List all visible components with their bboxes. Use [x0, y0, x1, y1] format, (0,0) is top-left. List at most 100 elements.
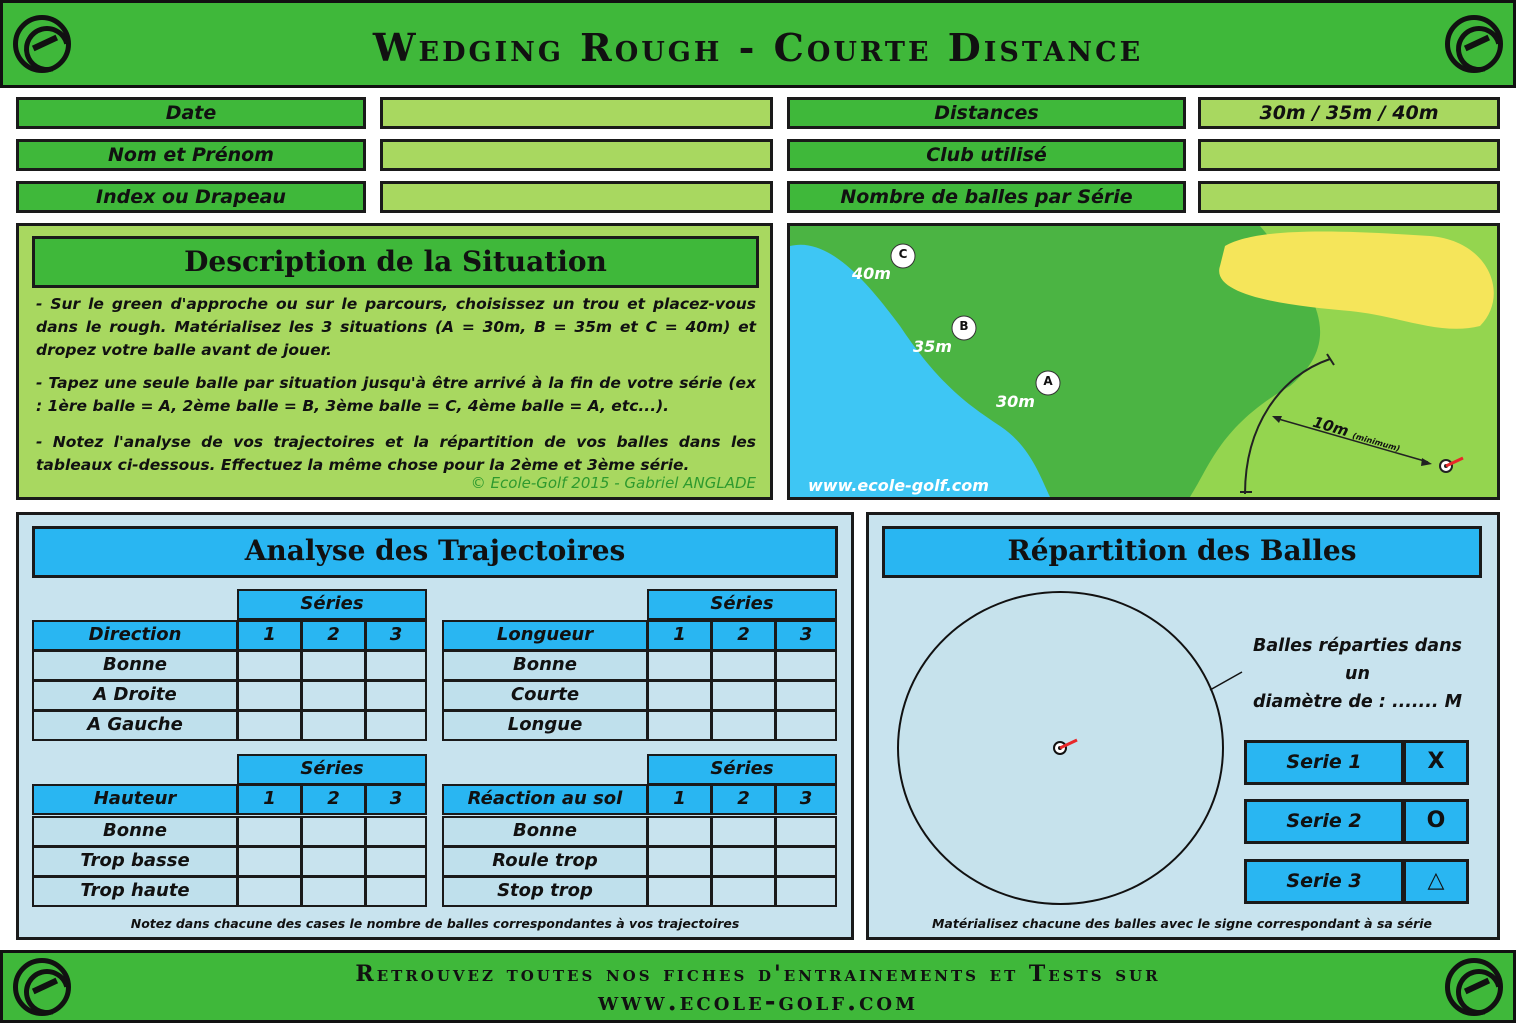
score-cell[interactable]	[301, 846, 366, 877]
ground-reaction-row-label: Stop trop	[442, 876, 648, 907]
score-cell[interactable]	[365, 846, 427, 877]
score-cell[interactable]	[775, 876, 837, 907]
score-cell[interactable]	[301, 650, 366, 681]
series-col-2: 2	[301, 784, 366, 815]
serie-3-label: Serie 3	[1244, 859, 1404, 904]
distance-30m-label: 30m	[996, 392, 1035, 411]
score-cell[interactable]	[711, 846, 776, 877]
score-cell[interactable]	[365, 710, 427, 741]
score-cell[interactable]	[237, 846, 302, 877]
trajectory-analysis-title: Analyse des Trajectoires	[32, 526, 838, 578]
direction-header: Direction	[32, 620, 238, 651]
height-row-label: Trop haute	[32, 876, 238, 907]
footer-banner: Retrouvez toutes nos fiches d'entraineme…	[0, 950, 1516, 1023]
score-cell[interactable]	[237, 650, 302, 681]
balls-per-series-field[interactable]	[1198, 181, 1500, 213]
series-col-3: 3	[365, 620, 427, 651]
serie-2-symbol: O	[1403, 799, 1469, 844]
description-paragraph-2: - Tapez une seule balle par situation ju…	[36, 374, 756, 415]
series-header: Séries	[647, 754, 837, 785]
series-header: Séries	[237, 589, 427, 620]
score-cell[interactable]	[237, 876, 302, 907]
score-cell[interactable]	[711, 876, 776, 907]
score-cell[interactable]	[711, 710, 776, 741]
series-header: Séries	[237, 754, 427, 785]
date-field[interactable]	[380, 97, 773, 129]
series-col-1: 1	[237, 784, 302, 815]
series-col-2: 2	[711, 620, 776, 651]
score-cell[interactable]	[365, 650, 427, 681]
score-cell[interactable]	[365, 680, 427, 711]
description-paragraph-3: - Notez l'analyse de vos trajectoires et…	[36, 433, 756, 474]
ground-reaction-row-label: Roule trop	[442, 846, 648, 877]
score-cell[interactable]	[237, 680, 302, 711]
score-cell[interactable]	[711, 650, 776, 681]
ecole-golf-logo-icon	[1445, 15, 1503, 73]
date-label: Date	[16, 97, 366, 129]
serie-2-label: Serie 2	[1244, 799, 1404, 844]
score-cell[interactable]	[237, 710, 302, 741]
height-header: Hauteur	[32, 784, 238, 815]
score-cell[interactable]	[647, 846, 712, 877]
copyright-credit: © Ecole-Golf 2015 - Gabriel ANGLADE	[470, 474, 756, 492]
score-cell[interactable]	[711, 816, 776, 847]
score-cell[interactable]	[775, 650, 837, 681]
club-label: Club utilisé	[787, 139, 1186, 171]
website-label: www.ecole-golf.com	[808, 476, 989, 495]
ball-distribution-title: Répartition des Balles	[882, 526, 1482, 578]
index-label: Index ou Drapeau	[16, 181, 366, 213]
series-header: Séries	[647, 589, 837, 620]
score-cell[interactable]	[365, 816, 427, 847]
diameter-text: Balles réparties dans un diamètre de : .…	[1252, 636, 1463, 712]
length-row-label: Courte	[442, 680, 648, 711]
series-col-3: 3	[775, 620, 837, 651]
score-cell[interactable]	[301, 816, 366, 847]
name-label: Nom et Prénom	[16, 139, 366, 171]
score-cell[interactable]	[647, 710, 712, 741]
distribution-note: Matérialisez chacune des balles avec le …	[931, 916, 1433, 931]
score-cell[interactable]	[775, 710, 837, 741]
score-cell[interactable]	[647, 680, 712, 711]
marker-b: B	[959, 319, 969, 333]
course-diagram: C 40m B 35m A 30m 10m (minimum) www.ecol…	[787, 223, 1500, 500]
ground-reaction-header: Réaction au sol	[442, 784, 648, 815]
direction-row-label: Bonne	[32, 650, 238, 681]
score-cell[interactable]	[301, 680, 366, 711]
club-field[interactable]	[1198, 139, 1500, 171]
marker-c: C	[898, 247, 908, 261]
score-cell[interactable]	[647, 876, 712, 907]
series-col-1: 1	[647, 784, 712, 815]
score-cell[interactable]	[711, 680, 776, 711]
score-cell[interactable]	[365, 876, 427, 907]
series-col-2: 2	[301, 620, 366, 651]
diameter-pointer-line	[1209, 671, 1243, 691]
score-cell[interactable]	[301, 876, 366, 907]
ground-reaction-row-label: Bonne	[442, 816, 648, 847]
serie-3-symbol: △	[1403, 859, 1469, 904]
ecole-golf-logo-icon	[13, 15, 71, 73]
direction-row-label: A Droite	[32, 680, 238, 711]
score-cell[interactable]	[647, 816, 712, 847]
score-cell[interactable]	[301, 710, 366, 741]
distance-40m-label: 40m	[852, 264, 891, 283]
bunker-area	[1219, 231, 1494, 329]
footer-tagline: Retrouvez toutes nos fiches d'entraineme…	[355, 961, 1161, 987]
ecole-golf-logo-icon	[1445, 958, 1503, 1016]
name-field[interactable]	[380, 139, 773, 171]
index-field[interactable]	[380, 181, 773, 213]
description-title: Description de la Situation	[32, 236, 759, 288]
length-row-label: Longue	[442, 710, 648, 741]
score-cell[interactable]	[775, 846, 837, 877]
length-header: Longueur	[442, 620, 648, 651]
score-cell[interactable]	[775, 680, 837, 711]
score-cell[interactable]	[647, 650, 712, 681]
water-area	[790, 244, 1050, 497]
distances-label: Distances	[787, 97, 1186, 129]
score-cell[interactable]	[237, 816, 302, 847]
balls-per-series-label: Nombre de balles par Série	[787, 181, 1186, 213]
serie-1-label: Serie 1	[1244, 740, 1404, 785]
page-title: Wedging Rough - Courte Distance	[372, 25, 1144, 70]
footer-website[interactable]: www.ecole-golf.com	[597, 987, 919, 1017]
score-cell[interactable]	[775, 816, 837, 847]
hole-flag-icon	[1053, 738, 1078, 755]
